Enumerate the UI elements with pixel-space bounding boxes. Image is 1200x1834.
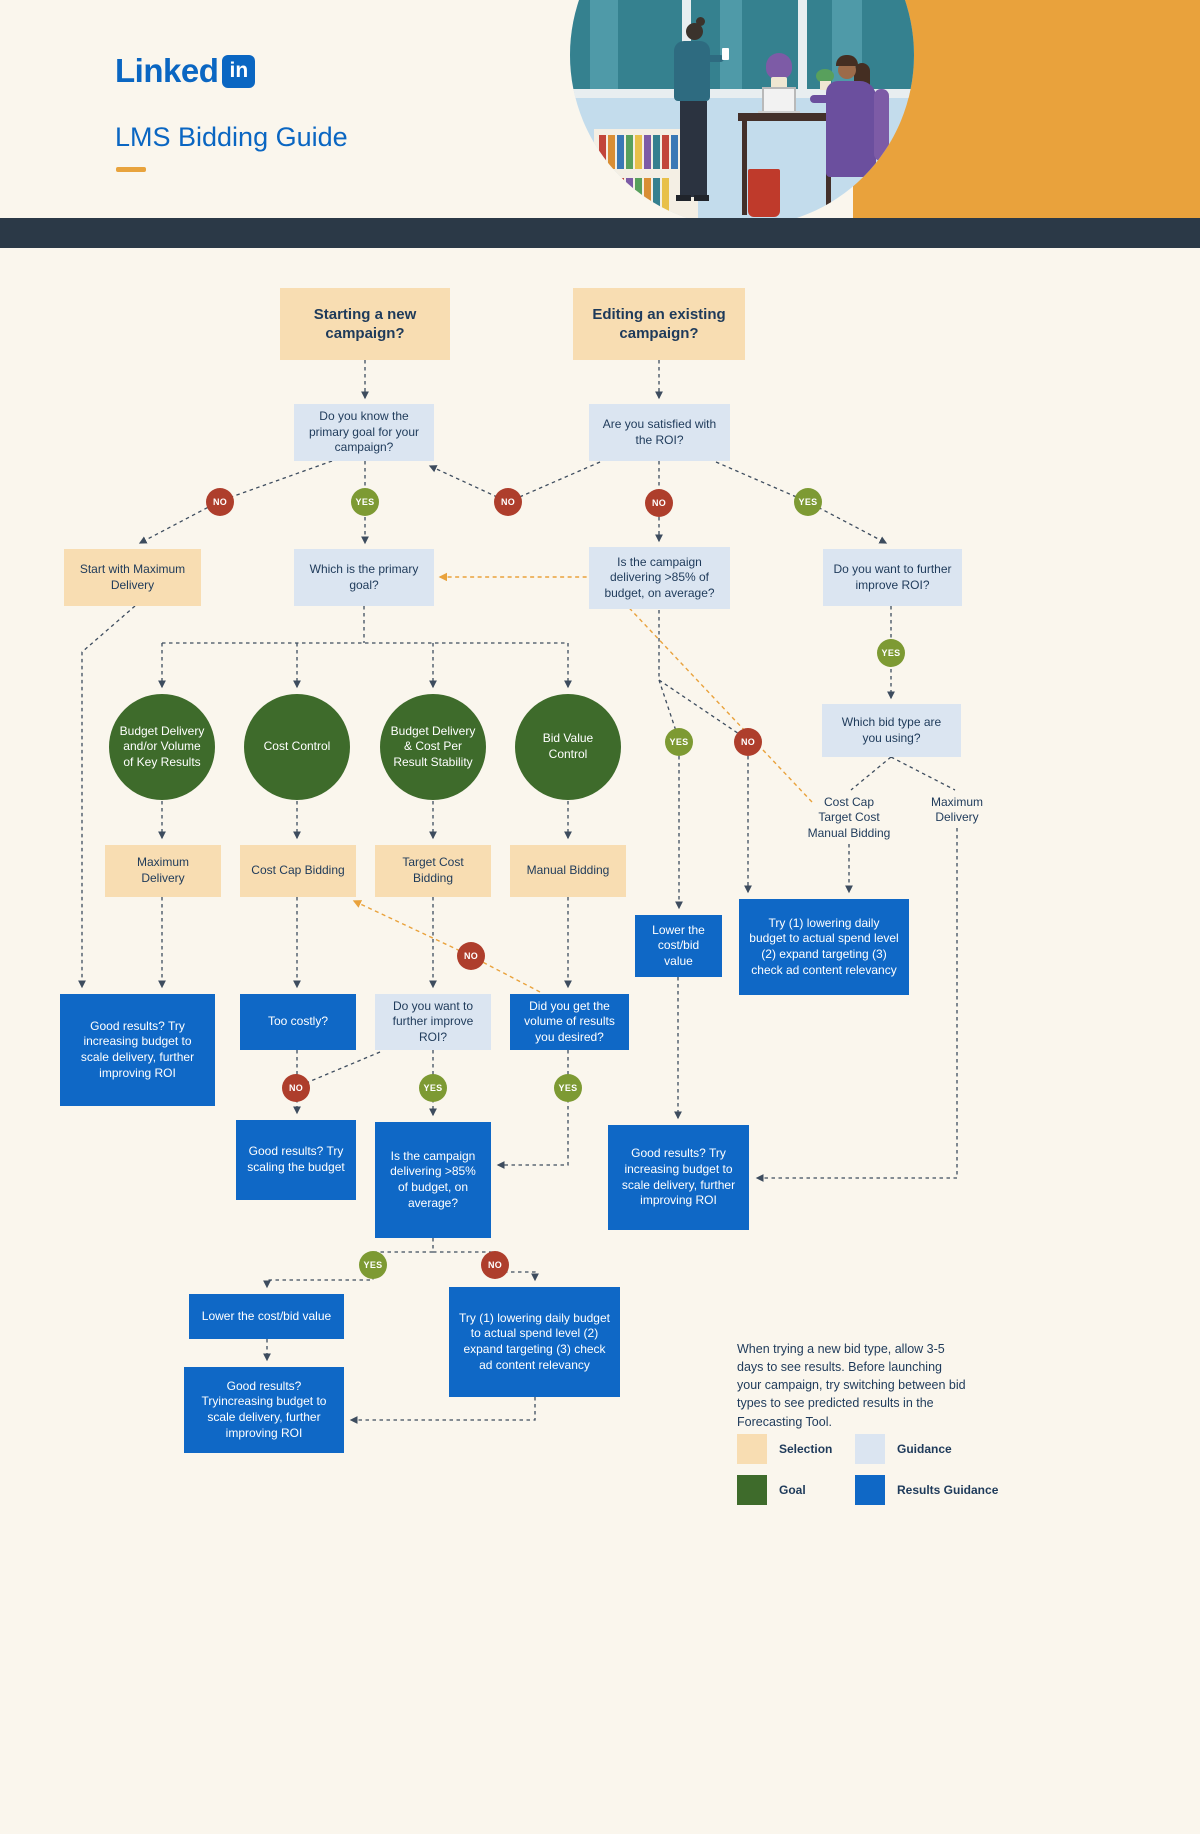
node-know-primary-goal: Do you know the primary goal for your ca… bbox=[294, 404, 434, 461]
node-satisfied-roi: Are you satisfied with the ROI? bbox=[589, 404, 730, 461]
page-title: LMS Bidding Guide bbox=[115, 122, 348, 152]
plant-leaves bbox=[816, 69, 834, 83]
node-good-results-increase-1: Good results? Try increasing budget to s… bbox=[60, 994, 215, 1106]
legend-swatch-selection bbox=[737, 1434, 767, 1464]
title-accent-dash bbox=[116, 167, 146, 172]
legend-label-results-guidance: Results Guidance bbox=[897, 1483, 999, 1497]
node-volume-desired: Did you get the volume of results you de… bbox=[510, 994, 629, 1050]
window-glare bbox=[720, 0, 742, 89]
waste-bin bbox=[748, 169, 780, 217]
standing-person-shirt bbox=[674, 41, 710, 101]
sitting-person-dress bbox=[826, 81, 876, 177]
standing-person-arm bbox=[704, 55, 724, 62]
node-target-cost-bidding: Target Cost Bidding bbox=[375, 845, 491, 897]
legend-swatch-goal bbox=[737, 1475, 767, 1505]
node-editing-existing-campaign: Editing an existing campaign? bbox=[573, 288, 745, 360]
goal-budget-delivery: Budget Delivery and/or Volume of Key Res… bbox=[109, 694, 215, 800]
node-lower-cost-1: Lower the cost/bid value bbox=[635, 915, 722, 977]
yes-badge: YES bbox=[554, 1074, 582, 1102]
book-spines bbox=[599, 178, 669, 212]
yes-badge: YES bbox=[419, 1074, 447, 1102]
desk-leg bbox=[742, 121, 747, 215]
legend-label-selection: Selection bbox=[779, 1442, 833, 1456]
phone bbox=[722, 48, 729, 60]
no-badge: NO bbox=[457, 942, 485, 970]
yes-badge: YES bbox=[359, 1251, 387, 1279]
chair-post bbox=[878, 177, 883, 213]
window-sill bbox=[570, 89, 914, 98]
label-maximum-delivery: Maximum Delivery bbox=[930, 795, 983, 825]
chair-back bbox=[874, 89, 889, 161]
window-mullion bbox=[798, 0, 807, 89]
sitting-person-arm bbox=[810, 95, 832, 103]
divider-bar bbox=[0, 218, 1200, 248]
footnote-text: When trying a new bid type, allow 3-5 da… bbox=[737, 1342, 966, 1429]
chair-base bbox=[864, 211, 896, 216]
linkedin-wordmark: Linked bbox=[115, 52, 219, 89]
yes-badge: YES bbox=[665, 728, 693, 756]
window-glare bbox=[590, 0, 618, 89]
node-maximum-delivery-bid: Maximum Delivery bbox=[105, 845, 221, 897]
standing-person-pants bbox=[680, 101, 707, 197]
legend-label-goal: Goal bbox=[779, 1483, 806, 1497]
goal-bid-value-control: Bid Value Control bbox=[515, 694, 621, 800]
node-manual-bidding: Manual Bidding bbox=[510, 845, 626, 897]
linkedin-in-icon: in bbox=[222, 54, 256, 88]
goal-stability: Budget Delivery & Cost Per Result Stabil… bbox=[380, 694, 486, 800]
header-illustration bbox=[570, 0, 914, 227]
no-badge: NO bbox=[494, 488, 522, 516]
linkedin-logo: Linked in bbox=[115, 52, 256, 90]
node-delivering-85-b: Is the campaign delivering >85% of budge… bbox=[375, 1122, 491, 1238]
node-improve-roi-mid: Do you want to further improve ROI? bbox=[375, 994, 491, 1050]
node-lower-cost-2: Lower the cost/bid value bbox=[189, 1294, 344, 1339]
no-badge: NO bbox=[734, 728, 762, 756]
yes-badge: YES bbox=[877, 639, 905, 667]
legend-label-guidance: Guidance bbox=[897, 1442, 952, 1456]
no-badge: NO bbox=[282, 1074, 310, 1102]
yes-badge: YES bbox=[794, 488, 822, 516]
legend-swatch-guidance bbox=[855, 1434, 885, 1464]
node-good-results-increase-3: Good results? Tryincreasing budget to sc… bbox=[184, 1367, 344, 1453]
sitting-person-hairtop bbox=[836, 55, 858, 66]
desk-top bbox=[738, 113, 834, 121]
node-delivering-85: Is the campaign delivering >85% of budge… bbox=[589, 547, 730, 609]
shoe bbox=[676, 195, 691, 201]
no-badge: NO bbox=[481, 1251, 509, 1279]
label-cost-cap-group: Cost Cap Target Cost Manual Bidding bbox=[807, 795, 891, 840]
no-badge: NO bbox=[206, 488, 234, 516]
node-primary-goal: Which is the primary goal? bbox=[294, 549, 434, 606]
plant-pot bbox=[820, 81, 831, 90]
node-try-steps-1: Try (1) lowering daily budget to actual … bbox=[739, 899, 909, 995]
node-start-maximum-delivery: Start with Maximum Delivery bbox=[64, 549, 201, 606]
yes-badge: YES bbox=[351, 488, 379, 516]
goal-cost-control: Cost Control bbox=[244, 694, 350, 800]
node-try-steps-2: Try (1) lowering daily budget to actual … bbox=[449, 1287, 620, 1397]
plant-leaves bbox=[766, 53, 792, 79]
standing-person-head bbox=[686, 23, 703, 40]
plant-pot bbox=[771, 77, 787, 89]
node-too-costly: Too costly? bbox=[240, 994, 356, 1050]
node-improve-roi-top: Do you want to further improve ROI? bbox=[823, 549, 962, 606]
shoe bbox=[694, 195, 709, 201]
node-starting-new-campaign: Starting a new campaign? bbox=[280, 288, 450, 360]
node-which-bid-type: Which bid type are you using? bbox=[822, 704, 961, 757]
node-cost-cap-bidding: Cost Cap Bidding bbox=[240, 845, 356, 897]
node-good-results-increase-2: Good results? Try increasing budget to s… bbox=[608, 1125, 749, 1230]
laptop-screen bbox=[762, 87, 796, 113]
node-good-results-scaling: Good results? Try scaling the budget bbox=[236, 1120, 356, 1200]
no-badge: NO bbox=[645, 489, 673, 517]
legend-swatch-results-guidance bbox=[855, 1475, 885, 1505]
standing-person-bun bbox=[696, 17, 705, 26]
book-spines bbox=[599, 135, 678, 169]
